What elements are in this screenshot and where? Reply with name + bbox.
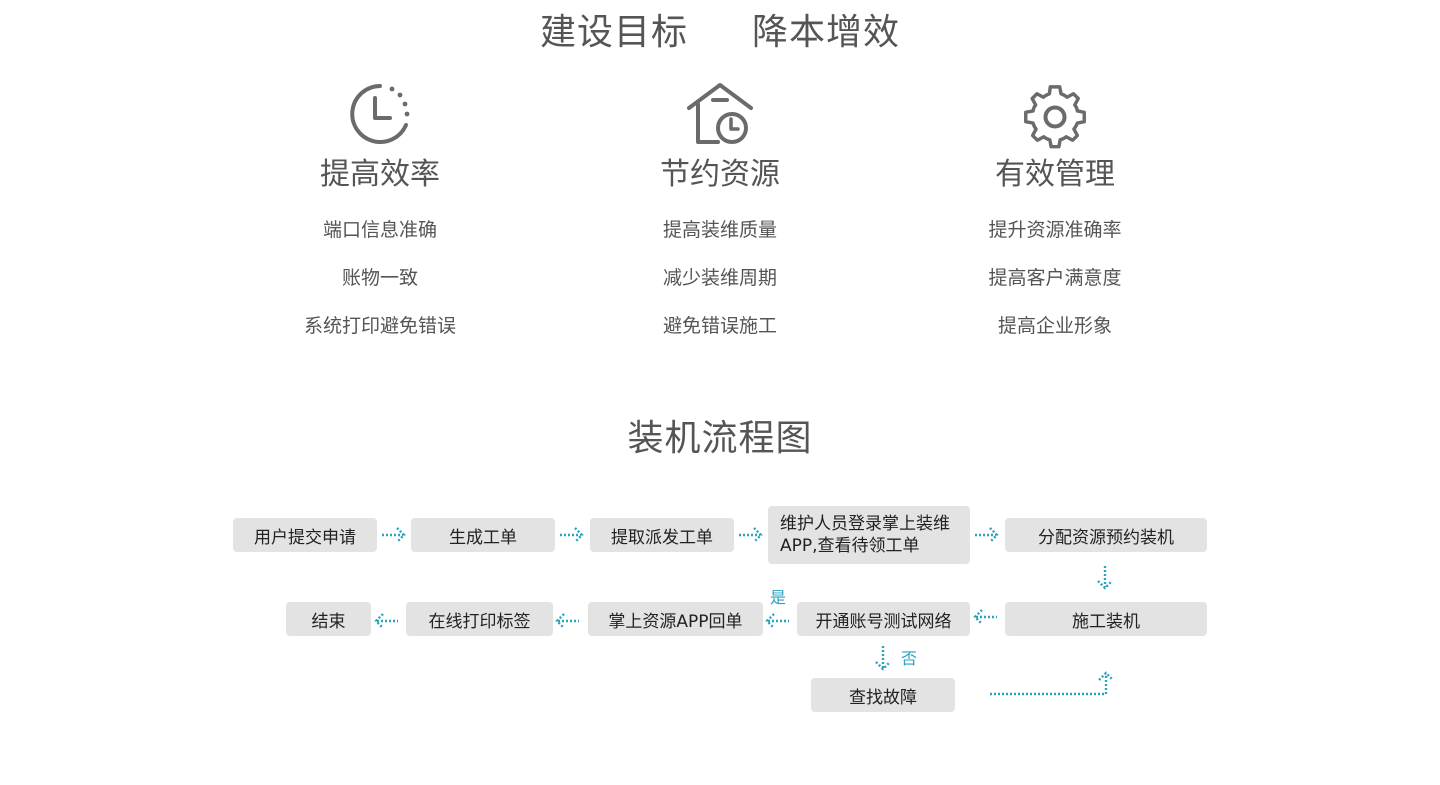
goal-item: 提高企业形象 <box>997 315 1112 337</box>
branch-label-no: 否 <box>901 649 918 668</box>
goal-heading: 提高效率 <box>320 157 440 192</box>
arrow-down-icon <box>1097 566 1113 590</box>
arrow-down-icon <box>875 646 891 671</box>
flow-node-generate-order: 生成工单 <box>411 518 555 552</box>
goal-list: 提高装维质量 减少装维周期 避免错误施工 <box>570 218 870 362</box>
arrow-left-icon <box>973 609 997 625</box>
goal-heading: 有效管理 <box>995 157 1115 192</box>
goal-item: 提升资源准确率 <box>988 219 1122 241</box>
arrow-left-icon <box>374 613 398 629</box>
goal-item: 提高客户满意度 <box>988 267 1122 289</box>
flow-node-login-app: 维护人员登录掌上装维 APP,查看待领工单 <box>768 506 970 564</box>
title-part-goal: 建设目标 <box>539 12 688 53</box>
goal-item: 避免错误施工 <box>662 315 777 337</box>
goal-list: 提升资源准确率 提高客户满意度 提高企业形象 <box>905 218 1205 362</box>
clock-icon <box>350 84 410 144</box>
goal-item: 减少装维周期 <box>662 267 777 289</box>
flow-node-end: 结束 <box>286 602 371 636</box>
goal-column-efficiency: 提高效率 端口信息准确 账物一致 系统打印避免错误 <box>230 78 530 362</box>
page-title: 建设目标 降本增效 <box>0 8 1440 58</box>
flow-node-submit-request: 用户提交申请 <box>233 518 377 552</box>
flow-node-test-network: 开通账号测试网络 <box>797 602 970 636</box>
goal-item: 系统打印避免错误 <box>303 315 456 337</box>
flow-title: 装机流程图 <box>627 418 813 459</box>
arrow-up-return-icon <box>990 671 1114 696</box>
goal-heading: 节约资源 <box>660 157 780 192</box>
flow-node-assign-resources: 分配资源预约装机 <box>1005 518 1207 552</box>
goal-column-resources: 节约资源 提高装维质量 减少装维周期 避免错误施工 <box>570 78 870 362</box>
flow-node-login-app-line2: APP,查看待领工单 <box>780 536 920 556</box>
goal-item: 端口信息准确 <box>322 219 437 241</box>
goal-list: 端口信息准确 账物一致 系统打印避免错误 <box>230 218 530 362</box>
flow-node-installation: 施工装机 <box>1005 602 1207 636</box>
flow-node-print-label: 在线打印标签 <box>406 602 553 636</box>
flow-node-dispatch-order: 提取派发工单 <box>590 518 734 552</box>
arrow-right-icon <box>560 527 584 543</box>
title-part-slogan: 降本增效 <box>752 12 901 53</box>
arrow-left-icon <box>765 613 789 629</box>
goal-column-management: 有效管理 提升资源准确率 提高客户满意度 提高企业形象 <box>905 78 1205 362</box>
flow-node-troubleshoot: 查找故障 <box>811 678 955 712</box>
flow-node-app-receipt: 掌上资源APP回单 <box>588 602 763 636</box>
goal-item: 提高装维质量 <box>662 219 777 241</box>
arrow-left-icon <box>555 613 579 629</box>
flow-node-login-app-line1: 维护人员登录掌上装维 <box>780 514 950 534</box>
arrow-right-icon <box>975 527 999 543</box>
arrow-right-icon <box>739 527 763 543</box>
arrow-right-icon <box>382 527 406 543</box>
branch-label-yes: 是 <box>770 588 787 607</box>
gear-icon <box>1024 85 1086 149</box>
goal-item: 账物一致 <box>341 267 418 289</box>
house-clock-icon <box>687 83 753 144</box>
